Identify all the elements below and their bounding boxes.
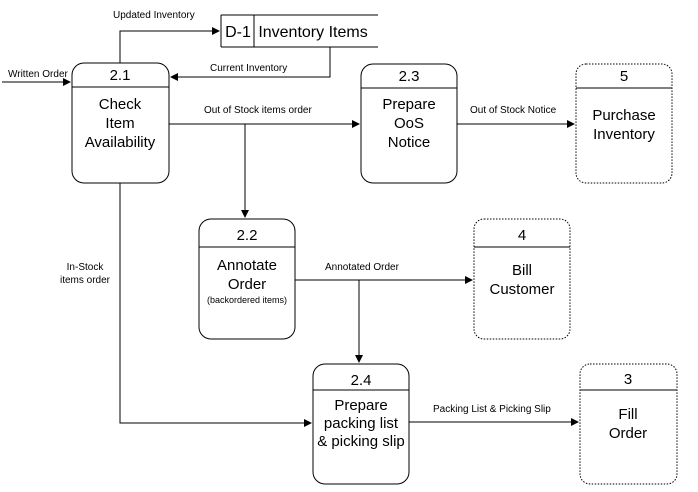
process-2-2-number: 2.2	[237, 227, 258, 244]
external-4-line-1: Bill	[512, 262, 532, 279]
process-2-1-line-1: Check	[99, 96, 142, 113]
external-entity-3: 3 Fill Order	[579, 363, 678, 485]
flow-oos-notice-label: Out of Stock Notice	[470, 105, 557, 116]
process-2-4-number: 2.4	[351, 372, 372, 389]
flow-current-inventory-label: Current Inventory	[210, 63, 287, 74]
flow-written-order-label: Written Order	[8, 69, 68, 80]
external-3-line-2: Order	[609, 425, 647, 442]
flow-in-stock-items-order: In-Stock items order	[60, 183, 312, 427]
process-2-4-line-3: & picking slip	[317, 433, 405, 450]
flow-in-stock-label-1: In-Stock	[67, 262, 105, 273]
external-5-number: 5	[620, 68, 628, 85]
flow-current-inventory: Current Inventory	[170, 47, 331, 81]
datastore-name: Inventory Items	[258, 24, 367, 41]
datastore-id: D-1	[225, 24, 251, 41]
flow-oos-notice: Out of Stock Notice	[457, 105, 575, 128]
process-2-1: 2.1 Check Item Availability	[71, 62, 170, 184]
flow-oos-items-order-label: Out of Stock items order	[204, 105, 312, 116]
external-entity-4: 4 Bill Customer	[473, 218, 571, 340]
flow-packing-list-label: Packing List & Picking Slip	[433, 404, 551, 415]
process-2-4: 2.4 Prepare packing list & picking slip	[312, 363, 410, 485]
process-2-3: 2.3 Prepare OoS Notice	[360, 63, 458, 184]
process-2-2-line-2: Order	[228, 276, 266, 293]
process-2-4-line-2: packing list	[324, 415, 399, 432]
external-5-line-2: Inventory	[593, 126, 655, 143]
process-2-3-line-1: Prepare	[382, 96, 435, 113]
process-2-2-line-1: Annotate	[217, 257, 277, 274]
flow-oos-items-order: Out of Stock items order	[169, 105, 360, 218]
process-2-3-number: 2.3	[399, 68, 420, 85]
external-5-line-1: Purchase	[592, 107, 655, 124]
process-2-2: 2.2 Annotate Order (backordered items)	[198, 218, 296, 340]
process-2-3-line-2: OoS	[394, 115, 424, 132]
external-entity-5: 5 Purchase Inventory	[575, 63, 673, 184]
flow-written-order: Written Order	[2, 69, 71, 86]
process-2-1-line-2: Item	[105, 115, 134, 132]
flow-updated-inventory-label: Updated Inventory	[113, 10, 195, 21]
process-2-1-line-3: Availability	[85, 134, 156, 151]
external-4-number: 4	[518, 227, 526, 244]
process-2-3-line-3: Notice	[388, 134, 431, 151]
process-2-2-note: (backordered items)	[207, 295, 287, 305]
flow-packing-list: Packing List & Picking Slip	[409, 404, 579, 426]
process-2-1-number: 2.1	[110, 67, 131, 84]
datastore-d1: D-1 Inventory Items	[220, 14, 378, 48]
flow-annotated-order-label: Annotated Order	[325, 262, 400, 273]
external-4-line-2: Customer	[489, 281, 554, 298]
flow-in-stock-label-2: items order	[60, 275, 111, 286]
external-3-line-1: Fill	[618, 406, 637, 423]
flow-updated-inventory: Updated Inventory	[113, 10, 220, 63]
flow-annotated-order: Annotated Order	[295, 262, 473, 363]
process-2-4-line-1: Prepare	[334, 397, 387, 414]
external-3-number: 3	[624, 371, 632, 388]
